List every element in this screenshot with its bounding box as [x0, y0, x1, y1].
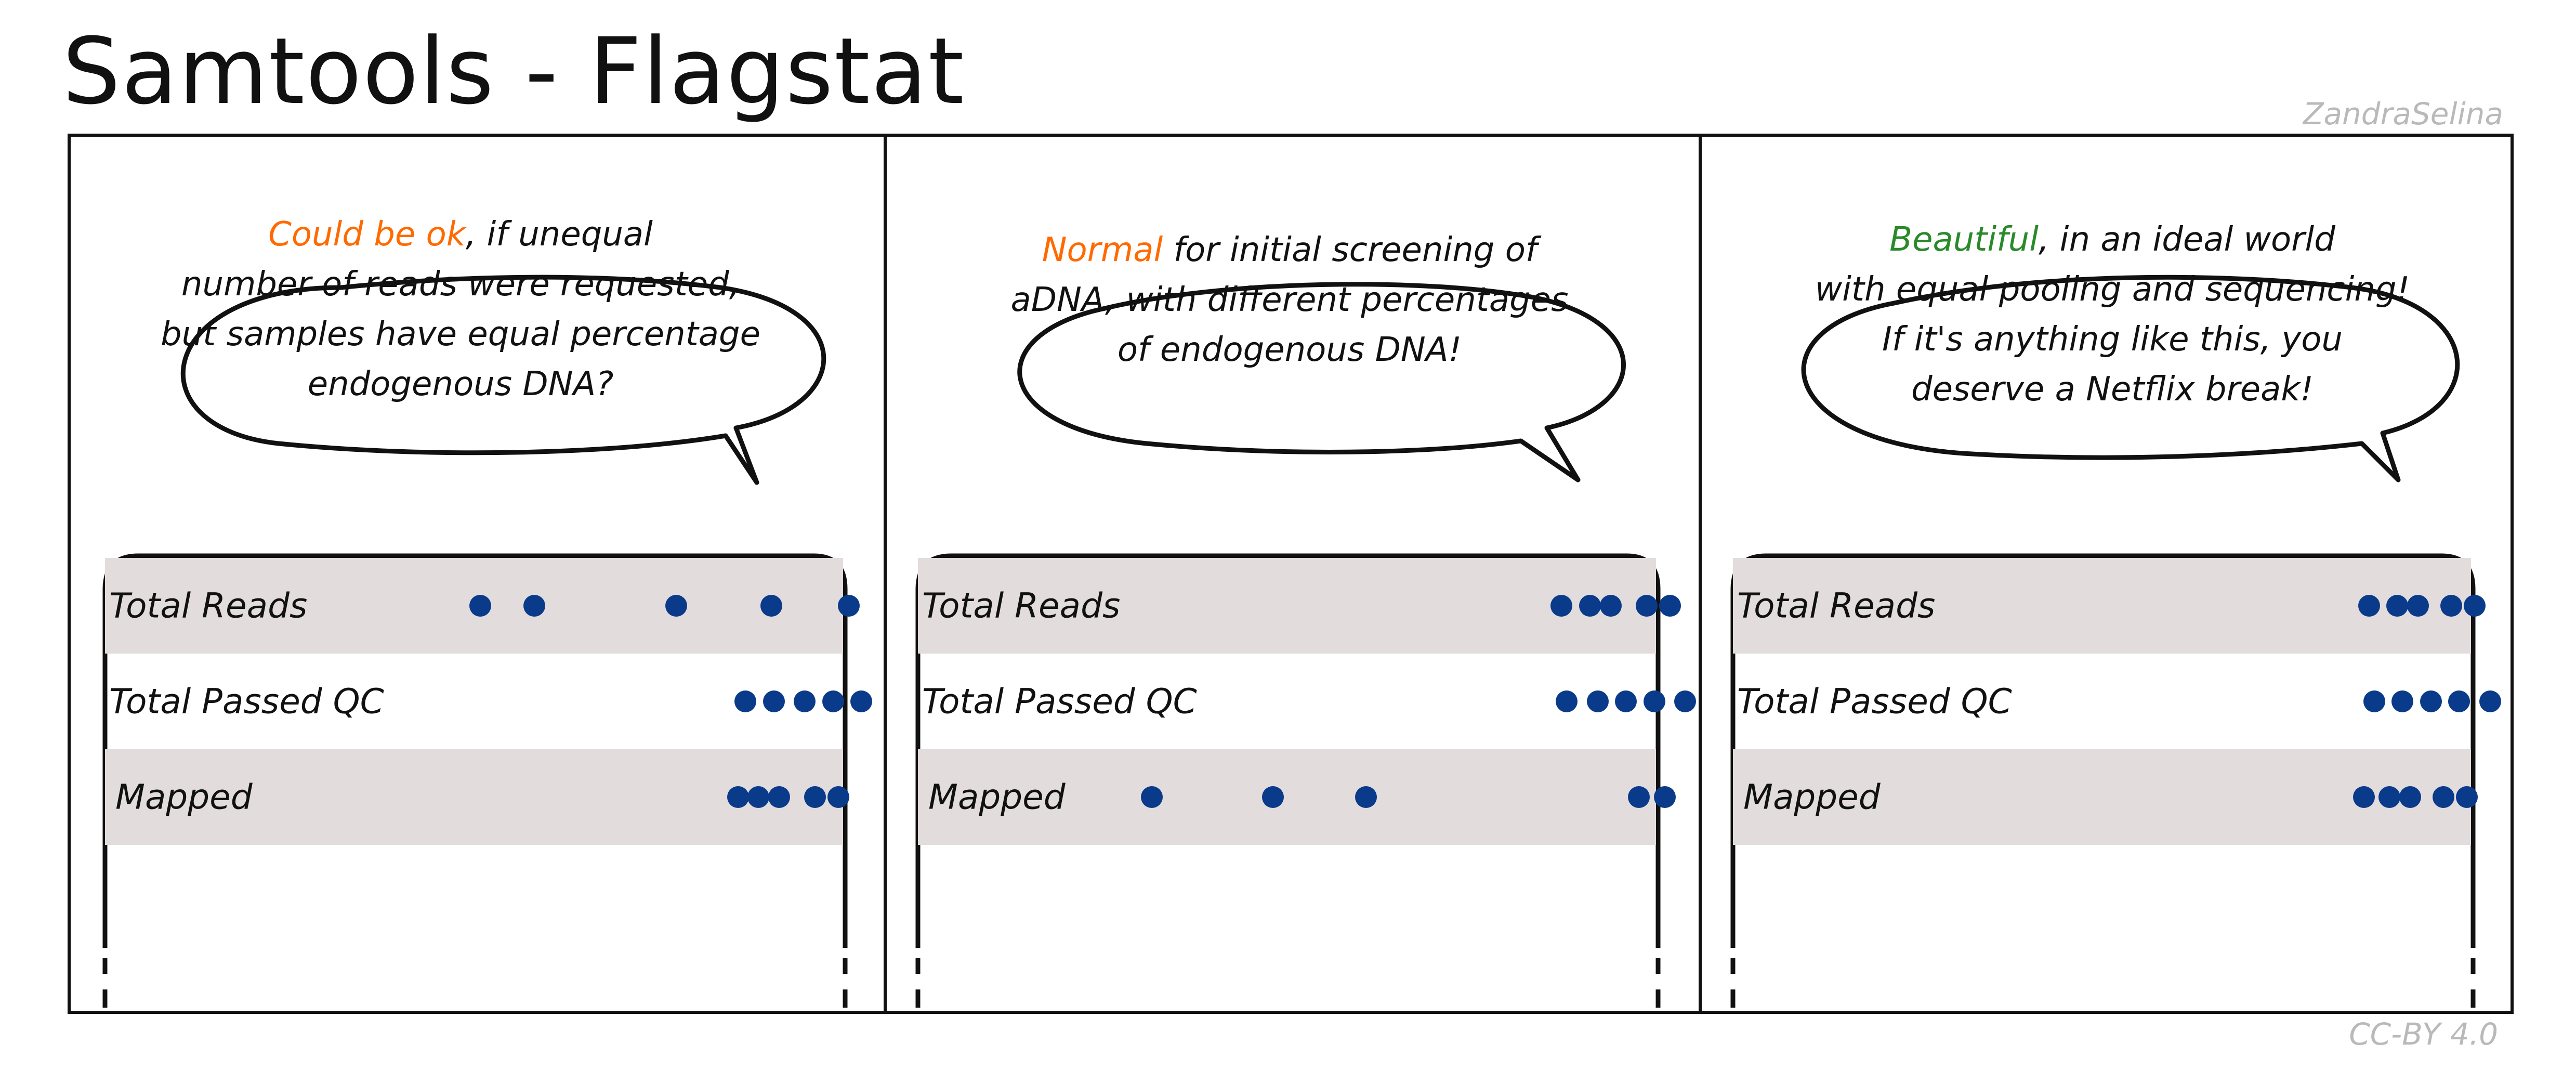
row-total-passed-qc: Total Passed QC	[105, 654, 873, 749]
read-dot	[1628, 786, 1650, 808]
speech-line: number of reads were requested,	[181, 265, 740, 304]
read-dot	[469, 595, 491, 617]
row-mapped: Mapped	[1733, 749, 2478, 845]
read-dot	[523, 595, 546, 617]
flagstat-table: Total Reads Total Passed QC Mapped	[1730, 553, 2501, 1010]
read-dot	[2352, 786, 2375, 808]
flagstat-table: Total Reads Total Passed QC Mapped	[915, 553, 1697, 1010]
read-dot	[727, 786, 749, 808]
read-dot	[2479, 690, 2501, 712]
speech-text: Beautiful, in an ideal world with equal …	[1800, 215, 2424, 414]
page-title: Samtools - Flagstat	[62, 18, 965, 125]
read-dot	[804, 786, 826, 808]
speech-text: Normal for initial screening of aDNA, wi…	[985, 225, 1594, 375]
comic-frame	[68, 134, 2514, 1014]
read-dot	[747, 786, 770, 808]
row-label: Total Reads	[1737, 585, 1936, 626]
read-dot	[2463, 595, 2486, 617]
read-dot	[2440, 595, 2463, 617]
read-dot	[1355, 786, 1377, 808]
read-dot	[1674, 690, 1697, 712]
speech-bubble	[1017, 282, 1626, 483]
read-dot	[2399, 786, 2421, 808]
speech-line: If it's anything like this, you	[1882, 320, 2343, 359]
row-total-passed-qc: Total Passed QC	[1733, 654, 2501, 749]
row-label: Mapped	[928, 777, 1066, 817]
read-dot	[1586, 690, 1609, 712]
read-dot	[794, 690, 816, 712]
row-total-reads: Total Reads	[105, 558, 860, 654]
read-dot	[2455, 786, 2478, 808]
speech-line: aDNA, with different percentages	[1010, 281, 1569, 319]
read-dot	[1141, 786, 1163, 808]
author-watermark: ZandraSelina	[2303, 96, 2503, 132]
speech-bubble	[1801, 275, 2460, 483]
read-dot	[1643, 690, 1665, 712]
speech-line: with equal pooling and sequencing!	[1815, 270, 2410, 309]
highlight-text: Normal	[1042, 231, 1163, 269]
speech-line: of endogenous DNA!	[1117, 331, 1462, 369]
speech-text: Could be ok, if unequal number of reads …	[154, 210, 767, 409]
highlight-text: Could be ok	[268, 215, 466, 254]
row-label: Total Reads	[922, 585, 1121, 626]
read-dot	[763, 690, 785, 712]
speech-line: , in an ideal world	[2038, 220, 2335, 259]
read-dot	[2407, 595, 2429, 617]
panel-divider	[884, 134, 887, 1014]
highlight-text: Beautiful	[1889, 220, 2039, 259]
speech-line: deserve a Netflix break!	[1911, 370, 2314, 409]
license-watermark: CC-BY 4.0	[2349, 1016, 2498, 1052]
read-dot	[665, 595, 687, 617]
read-dot	[850, 690, 873, 712]
row-label: Total Passed QC	[922, 681, 1197, 722]
read-dot	[1599, 595, 1622, 617]
read-dot	[837, 595, 860, 617]
read-dot	[2391, 690, 2414, 712]
read-dot	[1579, 595, 1601, 617]
read-dot	[2420, 690, 2442, 712]
read-dot	[2358, 595, 2380, 617]
panel-2: Normal for initial screening of aDNA, wi…	[887, 137, 1698, 1011]
row-total-reads: Total Reads	[918, 558, 1681, 654]
read-dot	[2378, 786, 2401, 808]
read-dot	[2433, 786, 2455, 808]
speech-line: endogenous DNA?	[307, 365, 614, 403]
panel-1: Could be ok, if unequal number of reads …	[71, 137, 882, 1011]
read-dot	[734, 690, 757, 712]
panel-divider	[1699, 134, 1702, 1014]
read-dot	[1653, 786, 1676, 808]
row-mapped: Mapped	[105, 749, 849, 845]
row-mapped: Mapped	[918, 749, 1676, 845]
read-dot	[768, 786, 790, 808]
row-total-passed-qc: Total Passed QC	[918, 654, 1697, 749]
speech-line: for initial screening of	[1163, 231, 1537, 269]
read-dot	[1550, 595, 1573, 617]
read-dot	[2448, 690, 2470, 712]
row-total-reads: Total Reads	[1733, 558, 2486, 654]
read-dot	[2386, 595, 2409, 617]
flagstat-table: Total Reads Total Passed QC Mapped	[102, 553, 873, 1010]
read-dot	[2363, 690, 2385, 712]
row-label: Mapped	[115, 777, 253, 817]
read-dot	[1262, 786, 1284, 808]
read-dot	[1615, 690, 1637, 712]
read-dot	[822, 690, 844, 712]
row-label: Total Reads	[109, 585, 308, 626]
speech-line: but samples have equal percentage	[160, 315, 761, 354]
row-label: Mapped	[1743, 777, 1881, 817]
speech-line: , if unequal	[465, 215, 653, 254]
row-label: Total Passed QC	[109, 681, 384, 722]
read-dot	[827, 786, 849, 808]
row-label: Total Passed QC	[1737, 681, 2012, 722]
read-dot	[1659, 595, 1681, 617]
read-dot	[1636, 595, 1658, 617]
panel-3: Beautiful, in an ideal world with equal …	[1702, 137, 2513, 1011]
speech-bubble	[180, 275, 826, 485]
read-dot	[1556, 690, 1578, 712]
read-dot	[760, 595, 783, 617]
